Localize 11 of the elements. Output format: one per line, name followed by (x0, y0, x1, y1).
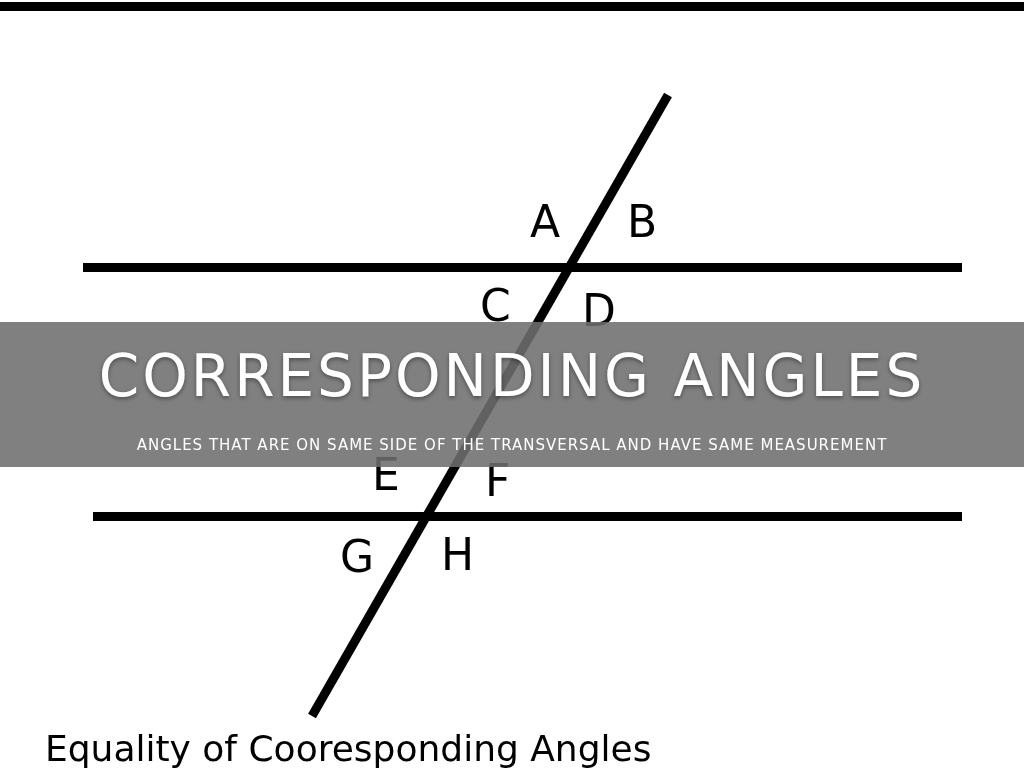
angle-label: H (441, 533, 475, 577)
slide-title: CORRESPONDING ANGLES (97, 342, 927, 410)
slide-subtitle: ANGLES THAT ARE ON SAME SIDE OF THE TRANSVERSAL AND HAVE SAME MEASUREMENT (135, 436, 889, 454)
angle-label: D (582, 289, 616, 333)
angle-label: B (627, 200, 658, 244)
angle-label: C (480, 284, 511, 328)
angle-label: F (485, 459, 511, 503)
angle-label: A (530, 200, 561, 244)
angle-label: G (340, 535, 375, 579)
figure-caption: Equality of Cooresponding Angles (45, 728, 652, 768)
angle-label: E (372, 453, 400, 497)
